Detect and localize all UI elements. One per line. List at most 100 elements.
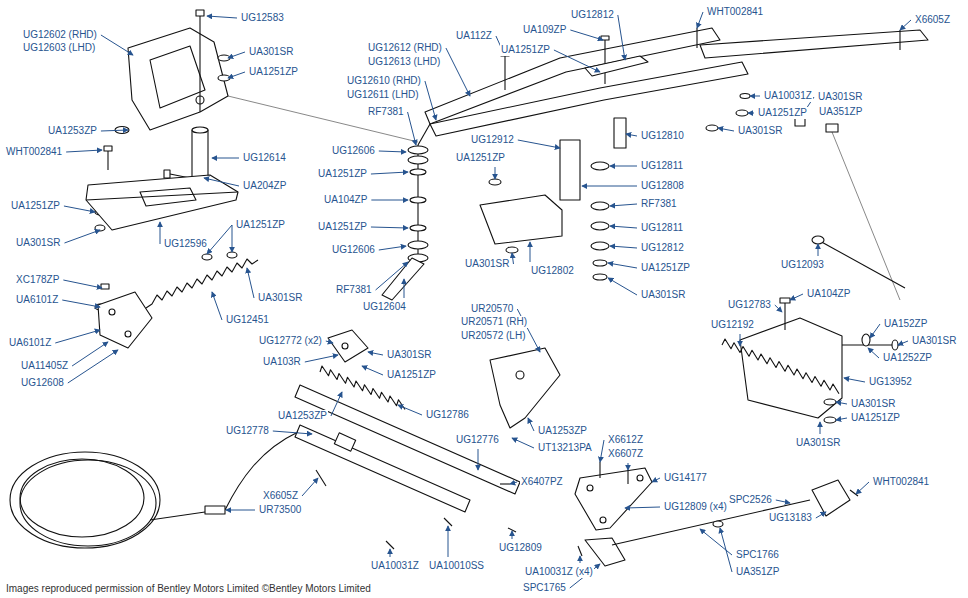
part-number: RF7381	[367, 106, 405, 118]
part-number: UG12596	[163, 238, 208, 250]
part-number: UA301SR	[386, 349, 432, 361]
release-bracket	[824, 417, 836, 423]
cross-shaft	[591, 202, 609, 210]
relay-lever	[587, 485, 593, 491]
pedal-arm	[696, 28, 697, 48]
linkage-parts	[706, 94, 905, 289]
part-number: WHT002841	[872, 476, 930, 488]
leader-line	[718, 128, 734, 131]
release-bracket	[780, 298, 790, 303]
part-number: UA10010SS	[428, 560, 485, 572]
leader-line	[371, 227, 408, 228]
part-number: UG12093	[780, 259, 825, 271]
cable-fork	[713, 521, 723, 527]
part-number: XC178ZP	[15, 274, 60, 286]
mounting-plate	[86, 192, 238, 200]
leader-line	[608, 278, 637, 295]
part-number: UG12772 (x2)	[258, 335, 323, 347]
cross-shaft	[489, 179, 501, 185]
part-number: UG12603 (LHD)	[22, 42, 96, 54]
leader-line	[836, 402, 847, 404]
part-number: UA301SR	[257, 292, 303, 304]
leader-line	[900, 20, 911, 30]
part-number: UA301SR	[464, 258, 510, 270]
relay-lever	[575, 468, 652, 530]
pad-stack	[410, 197, 426, 203]
leader-line	[55, 330, 100, 343]
lever-bracket	[444, 518, 452, 526]
linkage-parts	[736, 110, 748, 116]
cross-shaft	[591, 242, 609, 250]
part-number: X6605Z	[914, 14, 951, 26]
part-number: UA301SR	[817, 91, 863, 103]
relay-lever	[637, 475, 643, 481]
leader-line	[446, 48, 470, 96]
leader-line	[404, 279, 405, 298]
leader-line	[478, 449, 479, 470]
part-number: UA301SR	[640, 289, 686, 301]
part-number: UG12614	[242, 152, 287, 164]
bolt	[104, 146, 112, 151]
part-number: UA152ZP	[883, 318, 928, 330]
caption: Images reproduced permission of Bentley …	[5, 583, 372, 595]
part-number: SPC2526	[728, 494, 773, 506]
leader-line	[775, 305, 782, 312]
leader-line	[608, 263, 637, 268]
part-number: UG14177	[663, 472, 708, 484]
leader-line	[512, 531, 513, 539]
cross-shaft	[614, 118, 626, 148]
leader-line	[652, 478, 660, 482]
pedal-arm	[418, 124, 430, 145]
spring-bracket	[109, 309, 115, 315]
cross-shaft	[480, 195, 562, 244]
relay-lever	[600, 517, 606, 523]
leader-line	[818, 244, 819, 256]
pedal-arm	[604, 40, 605, 84]
part-number: UG12608	[20, 377, 65, 389]
leader-line	[204, 178, 239, 186]
relay-lever	[599, 462, 600, 478]
part-number: UA1251ZP	[10, 200, 61, 212]
leader-line	[518, 140, 560, 148]
part-number: UA112Z	[455, 30, 493, 42]
part-number: UG13952	[868, 376, 913, 388]
leader-line	[836, 418, 847, 420]
part-number: UR20571 (RH)	[460, 316, 528, 328]
part-number: SPC1765	[522, 582, 567, 594]
part-number: UG12812	[640, 242, 685, 254]
pedal-bracket	[150, 46, 205, 108]
part-number: UA1251ZP	[317, 221, 368, 233]
leader-line	[379, 246, 406, 250]
leader-line	[247, 268, 254, 298]
part-number: UG12912	[470, 134, 515, 146]
part-number: WHT002841	[5, 146, 63, 158]
leader-line	[720, 528, 732, 572]
release-bracket	[740, 318, 842, 418]
part-number: UA301SR	[795, 437, 841, 449]
master-cylinder	[334, 433, 355, 451]
part-number: UA1251ZP	[248, 66, 299, 78]
part-number: UA351ZP	[818, 106, 863, 118]
part-number: SPC1766	[735, 549, 780, 561]
master-cylinder	[328, 330, 368, 362]
leader-line	[273, 431, 312, 434]
bolt	[107, 151, 108, 170]
leader-line	[740, 334, 741, 346]
leader-line	[408, 112, 416, 145]
release-bracket	[862, 334, 870, 346]
part-number: UA1251ZP	[757, 107, 808, 119]
leader-line	[626, 134, 637, 136]
leader-line	[207, 225, 232, 254]
leader-line	[207, 16, 237, 18]
spring-bracket	[98, 292, 152, 348]
leader-line	[64, 230, 100, 243]
part-number: UA1251ZP	[500, 44, 551, 56]
cross-shaft	[560, 140, 580, 200]
part-number: UR73500	[258, 504, 302, 516]
pad-stack	[410, 225, 426, 231]
part-number: UG12811	[640, 160, 684, 172]
leader-line	[530, 242, 531, 262]
part-number: UA301SR	[15, 237, 61, 249]
